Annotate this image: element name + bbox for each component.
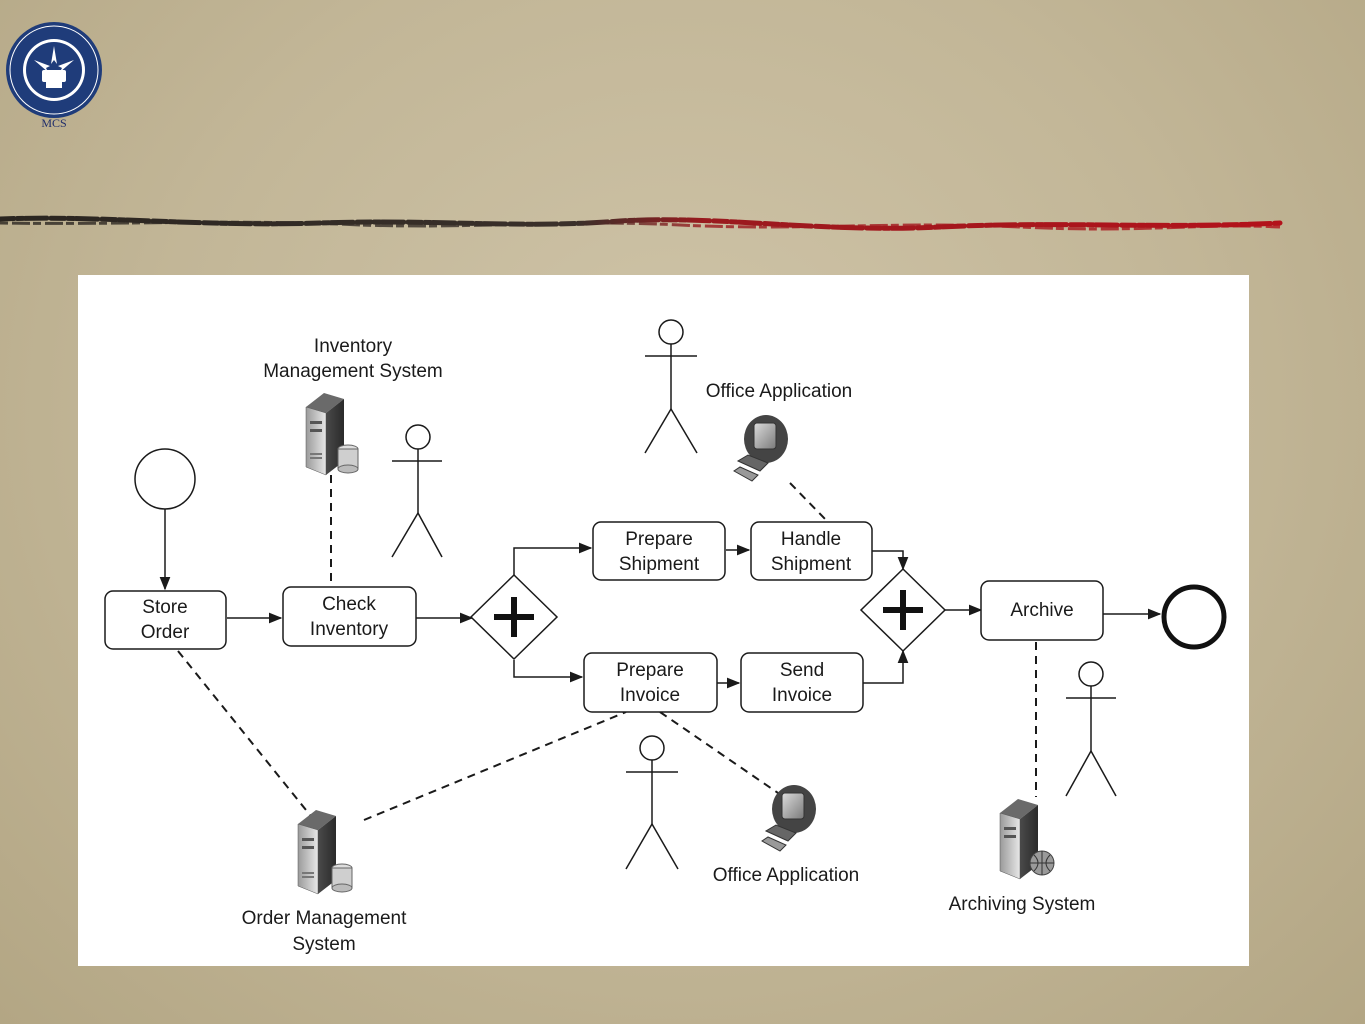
parallel-gateway-split — [469, 573, 559, 661]
task-label-line: Check — [322, 594, 376, 615]
task-handle-shipment: Handle Shipment — [750, 521, 873, 581]
task-label-line: Order — [141, 622, 190, 643]
task-label-line: Shipment — [619, 554, 700, 575]
flow-split-invoice — [513, 660, 584, 683]
end-event — [1161, 584, 1227, 650]
workstation-icon — [733, 415, 788, 482]
task-label-line: Invoice — [772, 685, 832, 706]
flow-handle-join — [872, 550, 909, 571]
university-seal-logo — [6, 22, 102, 118]
start-event — [134, 448, 196, 510]
task-label-line: Shipment — [771, 554, 852, 575]
task-label-line: Archive — [1010, 600, 1073, 621]
archive-server-icon — [999, 799, 1055, 880]
task-label-line: Handle — [781, 529, 841, 550]
task-archive: Archive — [980, 580, 1104, 641]
flow-split-shipment — [513, 542, 593, 576]
task-label-line: Invoice — [620, 685, 680, 706]
actor-figure — [391, 424, 443, 558]
actor-figure — [625, 735, 679, 870]
actor-figure — [644, 319, 698, 454]
decorative-brush-rule — [0, 215, 1283, 231]
assoc-office-handle — [789, 482, 827, 521]
associations — [177, 475, 1037, 821]
office-application-label: Office Application — [706, 381, 852, 402]
workstation-icon — [761, 785, 816, 852]
task-prepare-invoice: Prepare Invoice — [583, 652, 718, 713]
sequence-flows — [159, 509, 1162, 689]
task-label-line: Prepare — [625, 529, 693, 550]
task-label-line: Prepare — [616, 660, 684, 681]
bpmn-diagram: Store Order Check Inventory Prepare Ship… — [104, 319, 1227, 955]
server-icon — [305, 393, 359, 476]
task-label-line: Store — [142, 597, 187, 618]
flow-send-join — [863, 649, 909, 684]
order-system-label: System — [292, 934, 355, 955]
task-prepare-shipment: Prepare Shipment — [592, 521, 726, 581]
logo-caption: MCS — [41, 116, 67, 130]
task-label-line: Inventory — [310, 619, 389, 640]
assoc-store-order-system — [177, 650, 311, 816]
task-store-order: Store Order — [104, 590, 227, 650]
order-system-label: Order Management — [242, 908, 407, 929]
parallel-gateway-join — [859, 567, 947, 653]
office-application-label: Office Application — [713, 865, 859, 886]
archiving-system-label: Archiving System — [949, 894, 1096, 915]
server-icon — [297, 810, 353, 895]
task-label-line: Send — [780, 660, 824, 681]
inventory-system-label: Inventory — [314, 336, 393, 357]
task-check-inventory: Check Inventory — [282, 586, 417, 647]
inventory-system-label: Management System — [263, 361, 443, 382]
task-send-invoice: Send Invoice — [740, 652, 864, 713]
assoc-invoice-office — [659, 711, 779, 794]
bpmn-diagram-panel: Store Order Check Inventory Prepare Ship… — [78, 275, 1249, 966]
actor-figure — [1065, 661, 1117, 797]
assoc-invoice-order-system — [363, 711, 627, 821]
